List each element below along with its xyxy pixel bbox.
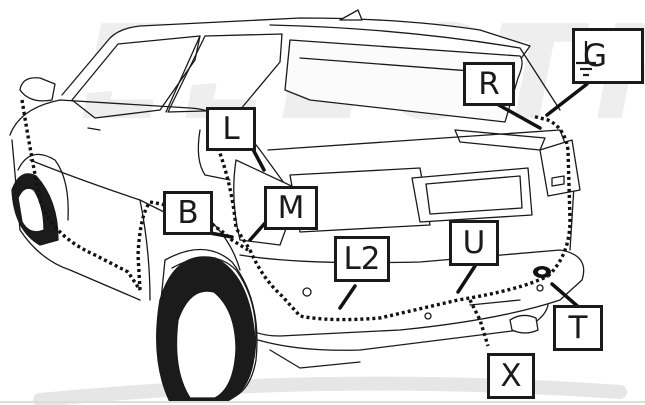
label-x-text: X (500, 358, 522, 394)
socket-hole (538, 269, 546, 275)
wire-right-up (531, 114, 572, 278)
label-u: U (449, 220, 499, 266)
leader-u (456, 264, 477, 294)
ground-symbol-icon (576, 41, 596, 77)
car-outline (0, 9, 645, 405)
label-t-text: T (568, 310, 588, 346)
label-m-text: M (277, 190, 305, 226)
leader-m (248, 220, 268, 242)
wire-b-branch (136, 200, 152, 291)
label-ground: G (572, 28, 644, 84)
label-m: M (264, 186, 318, 230)
leader-g (545, 82, 589, 117)
label-r-text: R (478, 66, 500, 102)
label-b-text: B (177, 195, 199, 231)
label-l2: L2 (334, 236, 390, 282)
wire-side-front (20, 99, 142, 291)
wire-bumper (248, 249, 549, 322)
wire-x (468, 299, 490, 347)
leader-b (208, 231, 234, 239)
wiring-harness (20, 99, 572, 347)
label-t: T (553, 305, 603, 351)
label-u-text: U (462, 225, 486, 261)
label-b: B (163, 191, 213, 235)
label-l2-text: L2 (343, 241, 381, 277)
label-l: L (206, 107, 256, 151)
label-r: R (463, 62, 515, 106)
leader-r (495, 102, 542, 130)
wire-l-drop (216, 147, 252, 251)
wire-b-m (149, 200, 249, 252)
label-l-text: L (222, 111, 240, 147)
leader-l2 (338, 284, 357, 310)
label-x: X (487, 353, 535, 399)
